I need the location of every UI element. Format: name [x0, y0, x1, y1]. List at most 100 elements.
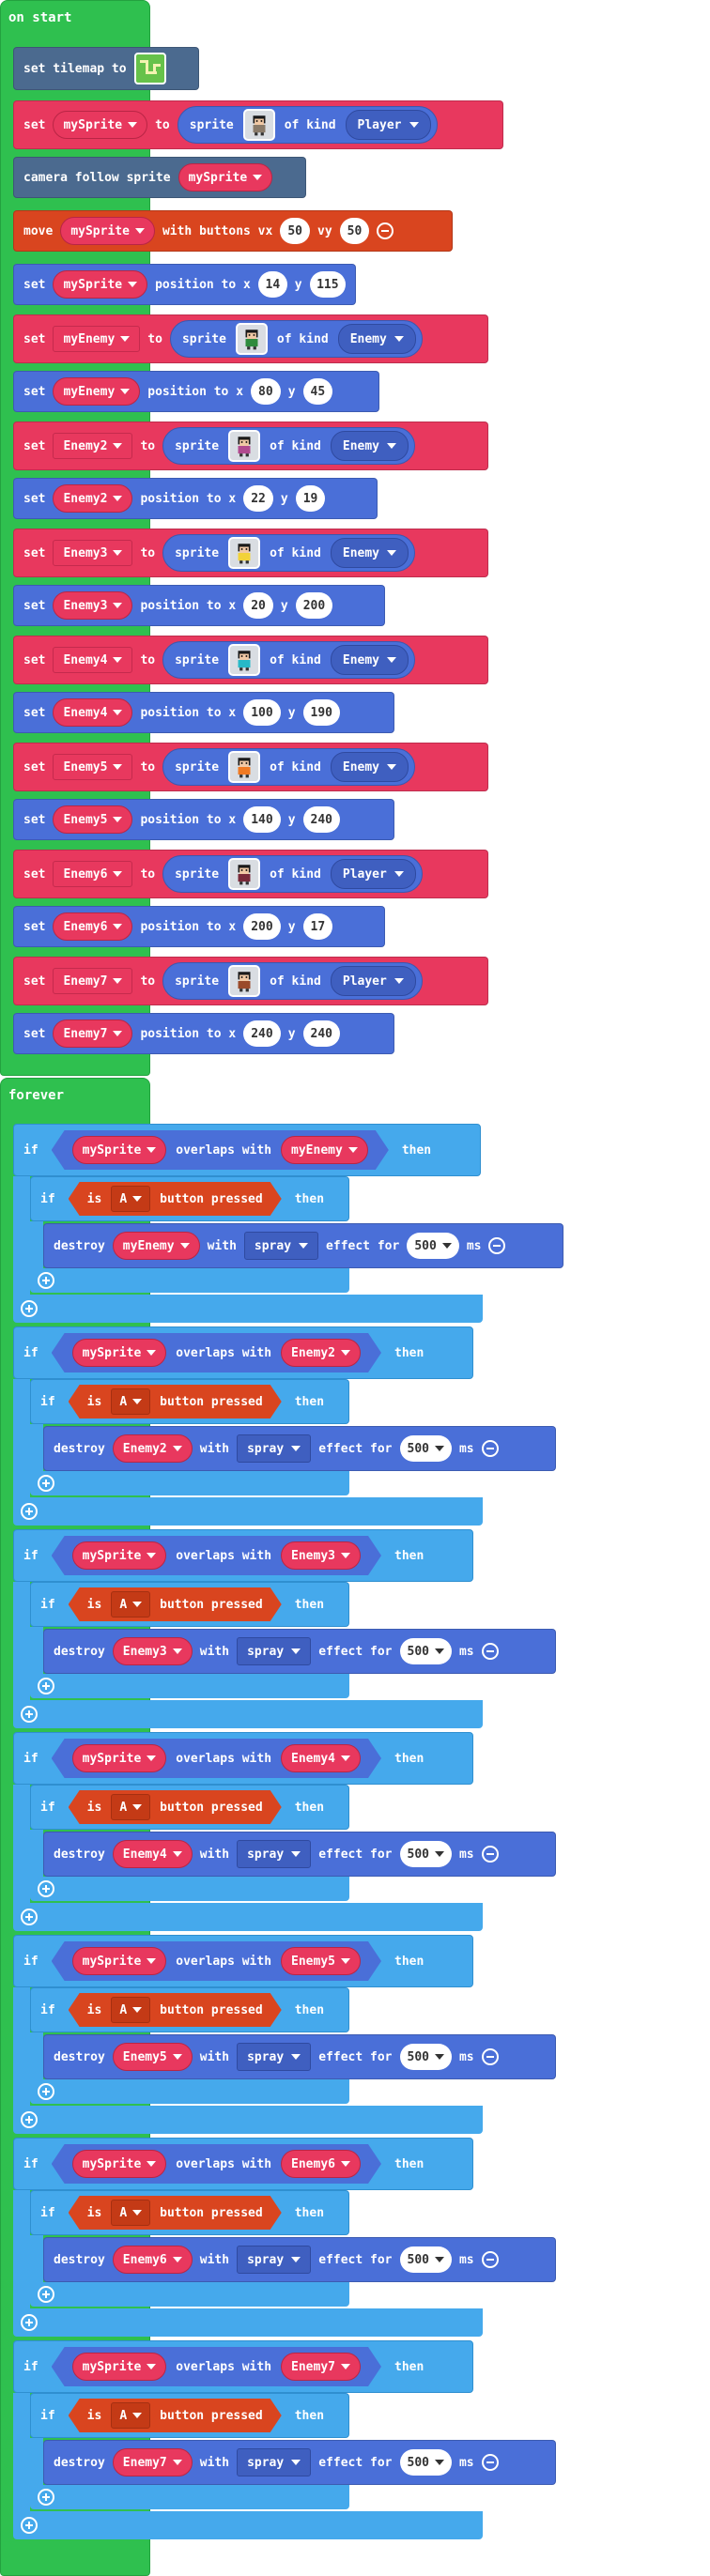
sprite-variable-dropdown[interactable]: Enemy6 — [53, 861, 133, 887]
target-sprite-dropdown[interactable]: Enemy6 — [281, 2150, 361, 2178]
sprite-image-icon[interactable] — [228, 965, 261, 997]
sprite-variable-dropdown[interactable]: myEnemy — [53, 377, 141, 406]
kind-dropdown[interactable]: Player — [345, 110, 431, 140]
remove-parameter-icon[interactable] — [481, 2454, 499, 2471]
effect-dropdown[interactable]: spray — [237, 1434, 312, 1463]
vy-input[interactable]: 50 — [339, 218, 370, 244]
sprite-variable-dropdown[interactable]: mySprite — [53, 111, 148, 139]
sprite-image-icon[interactable] — [228, 430, 261, 462]
button-dropdown[interactable]: A — [111, 1997, 150, 2023]
button-dropdown[interactable]: A — [111, 2200, 150, 2226]
player-sprite-dropdown[interactable]: mySprite — [72, 2150, 167, 2178]
sprite-variable-dropdown[interactable]: myEnemy — [53, 326, 141, 352]
sprite-image-icon[interactable] — [228, 537, 261, 569]
target-sprite-dropdown[interactable]: Enemy4 — [281, 1744, 361, 1772]
duration-dropdown[interactable]: 500 — [399, 1435, 452, 1462]
add-else-plus-icon[interactable] — [38, 1475, 54, 1492]
remove-parameter-icon[interactable] — [481, 2251, 499, 2268]
add-else-plus-icon[interactable] — [38, 2489, 54, 2506]
x-value-input[interactable]: 200 — [243, 913, 281, 940]
add-else-plus-icon[interactable] — [21, 2111, 38, 2128]
remove-parameter-icon[interactable] — [481, 1643, 499, 1660]
effect-dropdown[interactable]: spray — [237, 2448, 312, 2476]
remove-parameter-icon[interactable] — [481, 2048, 499, 2065]
button-dropdown[interactable]: A — [111, 1186, 150, 1212]
add-else-plus-icon[interactable] — [21, 2517, 38, 2534]
y-value-input[interactable]: 45 — [302, 378, 333, 405]
sprite-image-icon[interactable] — [235, 323, 268, 355]
x-value-input[interactable]: 14 — [257, 271, 287, 298]
add-else-plus-icon[interactable] — [21, 1909, 38, 1925]
sprite-variable-dropdown[interactable]: Enemy4 — [53, 698, 133, 727]
camera-sprite-dropdown[interactable]: mySprite — [178, 163, 273, 192]
target-sprite-dropdown[interactable]: myEnemy — [281, 1136, 368, 1164]
sprite-variable-dropdown[interactable]: Enemy2 — [53, 484, 133, 513]
sprite-image-icon[interactable] — [228, 858, 261, 890]
add-else-plus-icon[interactable] — [21, 1706, 38, 1723]
y-value-input[interactable]: 19 — [295, 485, 326, 512]
y-value-input[interactable]: 17 — [302, 913, 333, 940]
player-sprite-dropdown[interactable]: mySprite — [72, 1136, 167, 1164]
x-value-input[interactable]: 240 — [243, 1020, 281, 1047]
player-sprite-dropdown[interactable]: mySprite — [72, 1744, 167, 1772]
sprite-variable-dropdown[interactable]: Enemy6 — [53, 912, 133, 941]
y-value-input[interactable]: 190 — [302, 699, 340, 726]
sprite-variable-dropdown[interactable]: Enemy7 — [53, 968, 133, 994]
remove-parameter-icon[interactable] — [488, 1237, 506, 1254]
tilemap-thumbnail-icon[interactable] — [133, 53, 166, 84]
duration-dropdown[interactable]: 500 — [407, 1233, 459, 1259]
x-value-input[interactable]: 20 — [243, 592, 273, 619]
duration-dropdown[interactable]: 500 — [399, 1841, 452, 1867]
add-else-plus-icon[interactable] — [38, 1272, 54, 1289]
sprite-variable-dropdown[interactable]: Enemy2 — [53, 433, 133, 459]
target-sprite-dropdown[interactable]: Enemy5 — [281, 1947, 361, 1975]
duration-dropdown[interactable]: 500 — [399, 1638, 452, 1664]
effect-dropdown[interactable]: spray — [243, 1232, 319, 1260]
effect-dropdown[interactable]: spray — [237, 2043, 312, 2071]
y-value-input[interactable]: 115 — [309, 271, 346, 298]
effect-dropdown[interactable]: spray — [237, 2246, 312, 2274]
player-sprite-dropdown[interactable]: mySprite — [72, 1339, 167, 1367]
sprite-image-icon[interactable] — [228, 751, 261, 783]
sprite-variable-dropdown[interactable]: Enemy4 — [53, 647, 133, 673]
target-sprite-dropdown[interactable]: Enemy3 — [281, 1541, 361, 1570]
x-value-input[interactable]: 22 — [243, 485, 273, 512]
y-value-input[interactable]: 240 — [302, 806, 340, 833]
button-dropdown[interactable]: A — [111, 1591, 150, 1618]
add-else-plus-icon[interactable] — [38, 1678, 54, 1694]
destroy-sprite-dropdown[interactable]: Enemy4 — [112, 1840, 193, 1868]
move-sprite-dropdown[interactable]: mySprite — [60, 217, 155, 245]
sprite-variable-dropdown[interactable]: Enemy5 — [53, 754, 133, 780]
add-else-plus-icon[interactable] — [21, 1300, 38, 1317]
button-dropdown[interactable]: A — [111, 1794, 150, 1820]
